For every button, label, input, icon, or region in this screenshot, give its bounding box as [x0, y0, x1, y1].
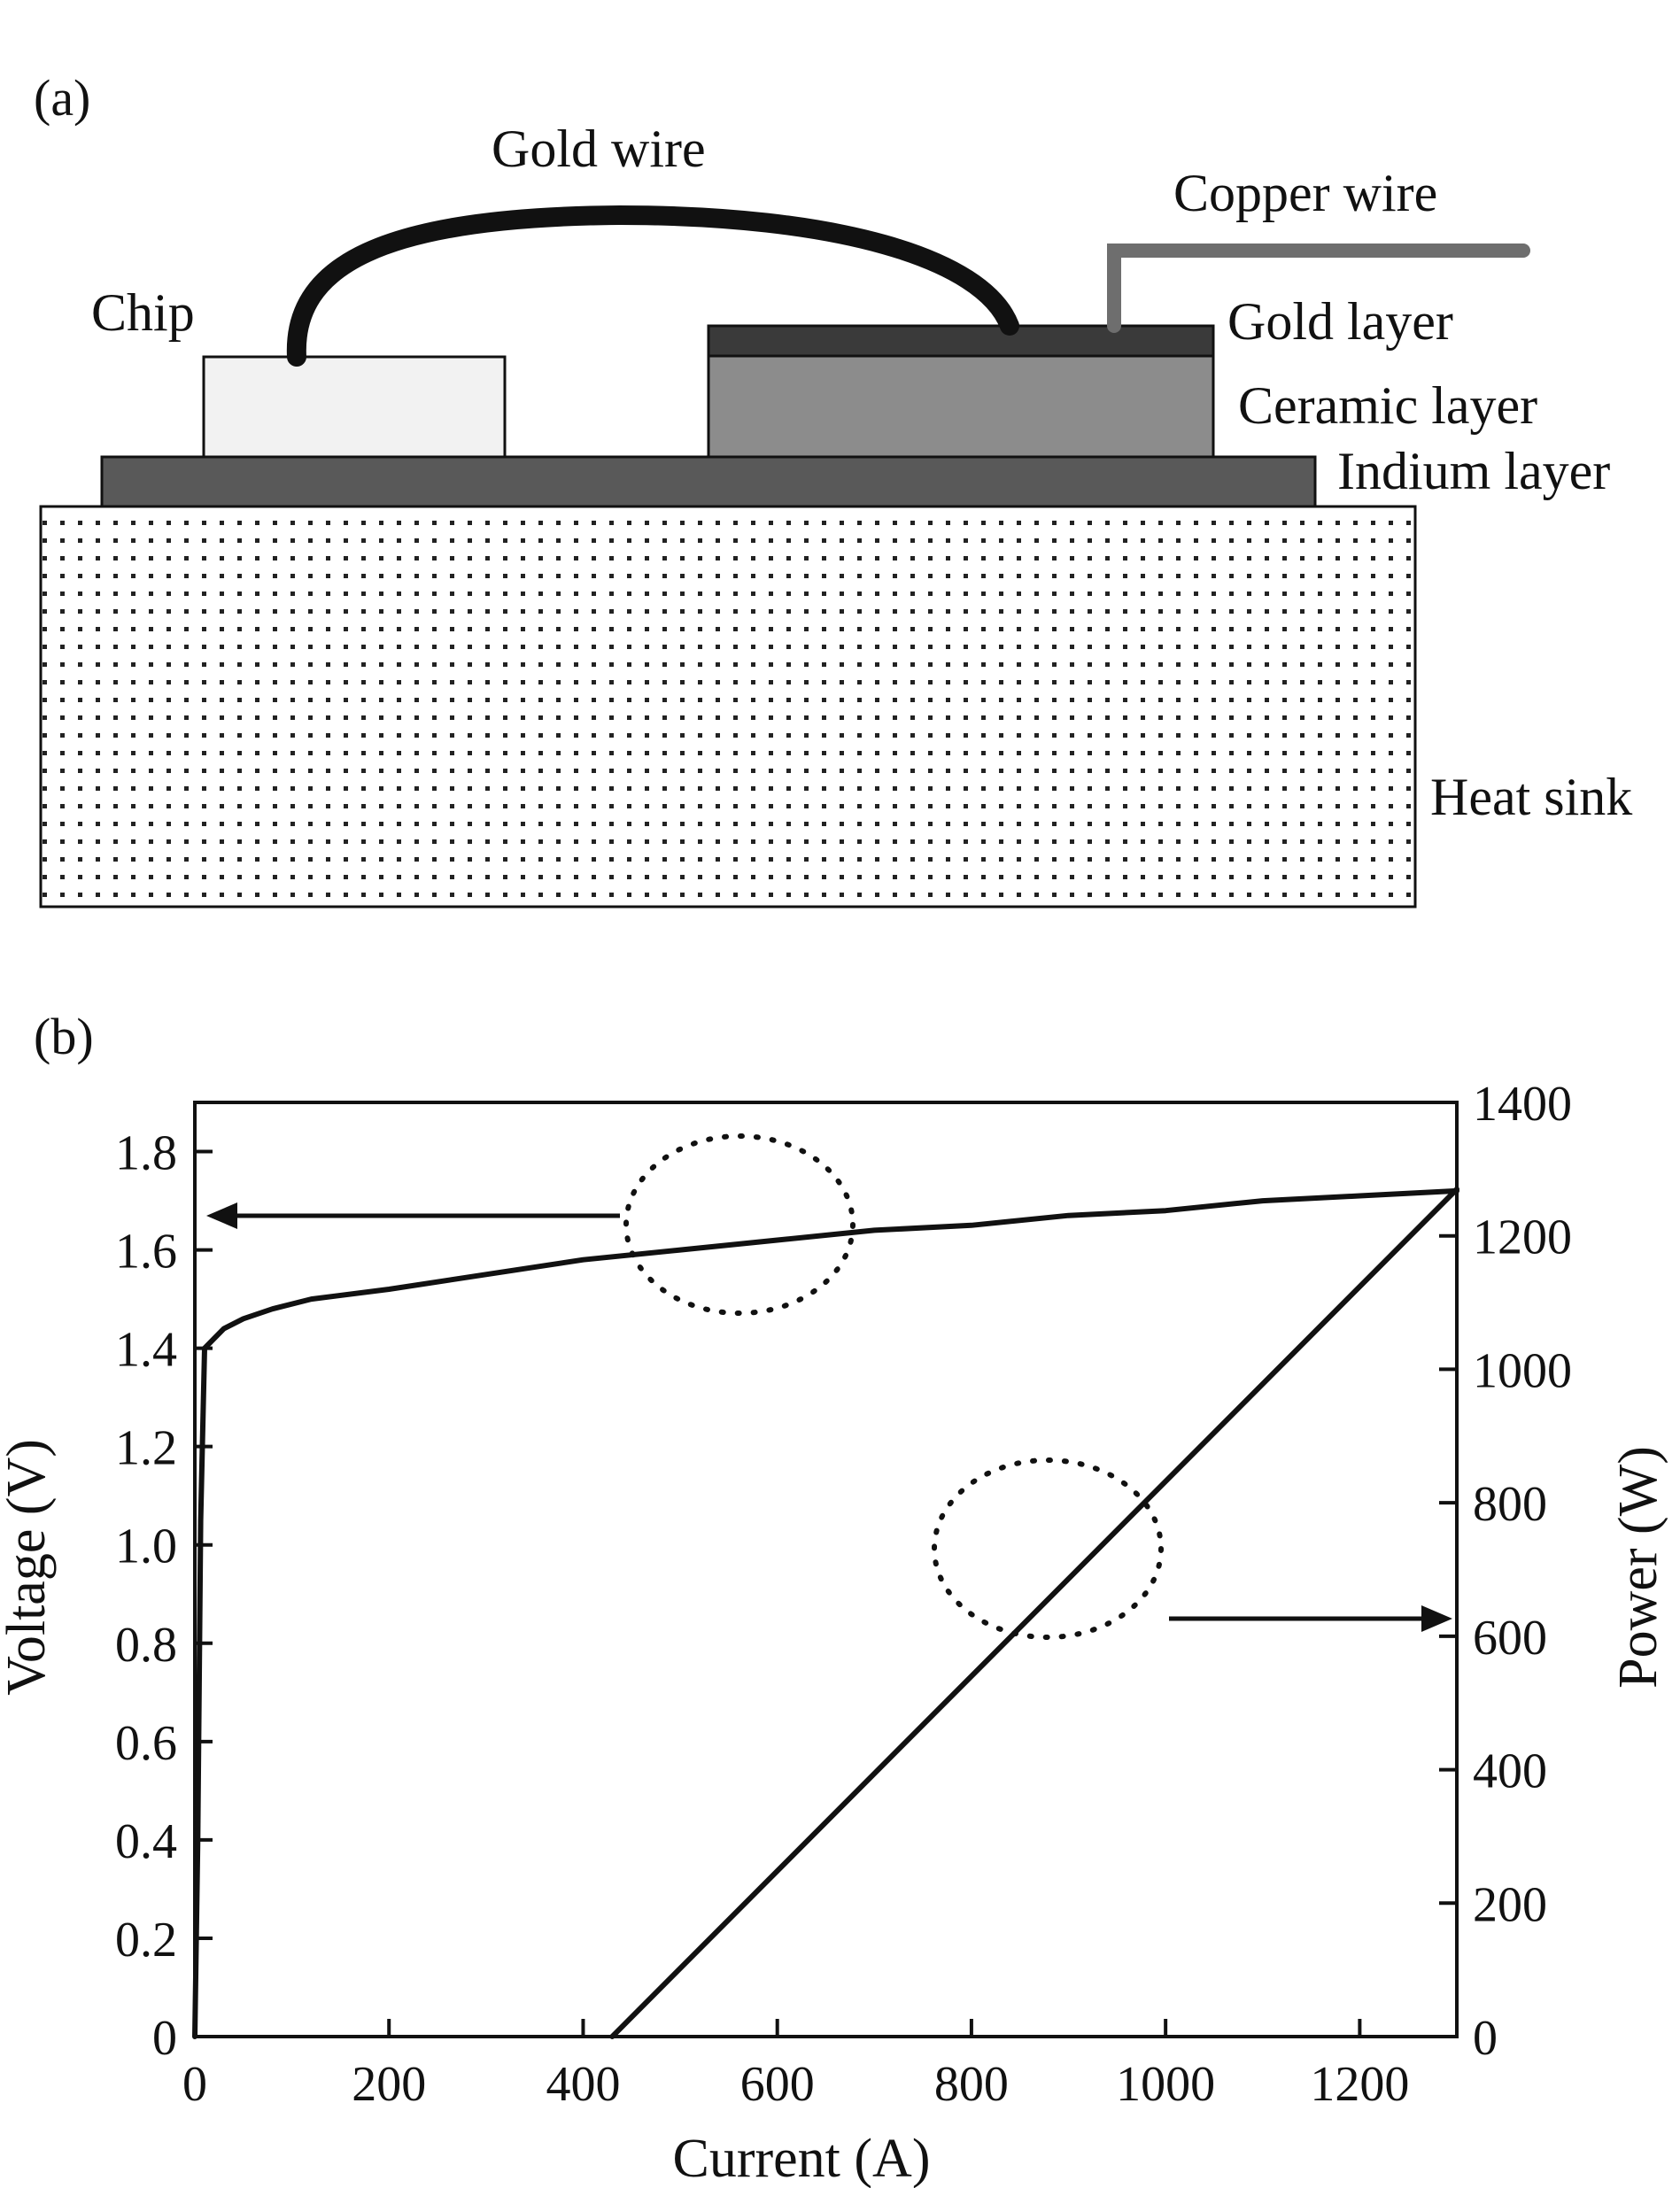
- x-tick-label: 600: [740, 2057, 815, 2112]
- label-copper-wire: Copper wire: [1173, 164, 1437, 222]
- gold-wire: [286, 205, 1019, 367]
- gold-layer: [707, 324, 1215, 358]
- label-chip: Chip: [91, 283, 195, 342]
- y-right-axis-ticks: 0 200 400 600 800 1000 1200 1400: [1439, 1077, 1572, 2066]
- y-tick-label: 1.4: [115, 1323, 177, 1378]
- y-tick-label: 1.0: [115, 1519, 177, 1574]
- y-tick-label: 0.6: [115, 1716, 177, 1771]
- x-tick-label: 1200: [1310, 2057, 1409, 2112]
- panel-b: (b) 0 200 400 600 800 1000 1200 0 0.2 0.4 0.6 0.8 1…: [0, 1008, 1668, 2188]
- x-axis-title: Current (A): [673, 2129, 931, 2188]
- label-indium-layer: Indium layer: [1337, 442, 1610, 500]
- y-tick-label: 0.2: [115, 1913, 177, 1968]
- voltage-curve-marker-ellipse: [623, 1133, 855, 1316]
- y2-tick-label: 0: [1473, 2011, 1498, 2066]
- panel-b-tag: (b): [34, 1008, 94, 1065]
- y2-tick-label: 1200: [1473, 1210, 1572, 1265]
- power-curve: [609, 1187, 1459, 2039]
- heat-sink-dots: [43, 508, 1413, 905]
- chip: [202, 355, 507, 459]
- panel-a: (a) Gold wire Copper wire Chip Gold laye…: [34, 69, 1632, 908]
- y2-tick-label: 400: [1473, 1744, 1547, 1799]
- x-tick-label: 0: [182, 2057, 207, 2112]
- y-tick-label: 1.8: [115, 1126, 177, 1181]
- label-ceramic-layer: Ceramic layer: [1238, 376, 1537, 435]
- x-axis-ticks: 0 200 400 600 800 1000 1200: [182, 2019, 1409, 2112]
- x-tick-label: 1000: [1116, 2057, 1215, 2112]
- panel-a-tag: (a): [34, 69, 90, 127]
- indium-layer: [100, 455, 1317, 508]
- y-tick-label: 1.6: [115, 1225, 177, 1280]
- label-gold-wire: Gold wire: [492, 120, 706, 178]
- y2-tick-label: 1000: [1473, 1343, 1572, 1398]
- x-tick-label: 200: [352, 2057, 426, 2112]
- ceramic-layer: [707, 354, 1215, 459]
- y-tick-label: 0: [152, 2011, 177, 2066]
- y-tick-label: 0.8: [115, 1618, 177, 1673]
- y2-tick-label: 800: [1473, 1477, 1547, 1532]
- series-layer: [192, 1187, 1459, 2039]
- y2-tick-label: 600: [1473, 1611, 1547, 1666]
- power-curve-marker-ellipse: [932, 1457, 1164, 1640]
- copper-wire: [1107, 244, 1530, 333]
- y2-tick-label: 200: [1473, 1877, 1547, 1932]
- voltage-curve: [192, 1187, 1459, 2039]
- plot-frame: [193, 1101, 1459, 2038]
- label-heat-sink: Heat sink: [1430, 768, 1632, 826]
- y-right-axis-title: Power (W): [1608, 1446, 1668, 1689]
- label-gold-layer: Gold layer: [1227, 292, 1453, 351]
- x-tick-label: 400: [546, 2057, 620, 2112]
- voltage-arrow-head: [206, 1202, 237, 1229]
- y2-tick-label: 1400: [1473, 1077, 1572, 1132]
- y-tick-label: 0.4: [115, 1814, 177, 1869]
- x-tick-label: 800: [934, 2057, 1009, 2112]
- power-arrow-head: [1421, 1605, 1452, 1632]
- y-left-axis-title: Voltage (V): [0, 1439, 57, 1696]
- y-tick-label: 1.2: [115, 1421, 177, 1476]
- y-left-axis-ticks: 0 0.2 0.4 0.6 0.8 1.0 1.2 1.4 1.6 1.8: [115, 1126, 213, 2066]
